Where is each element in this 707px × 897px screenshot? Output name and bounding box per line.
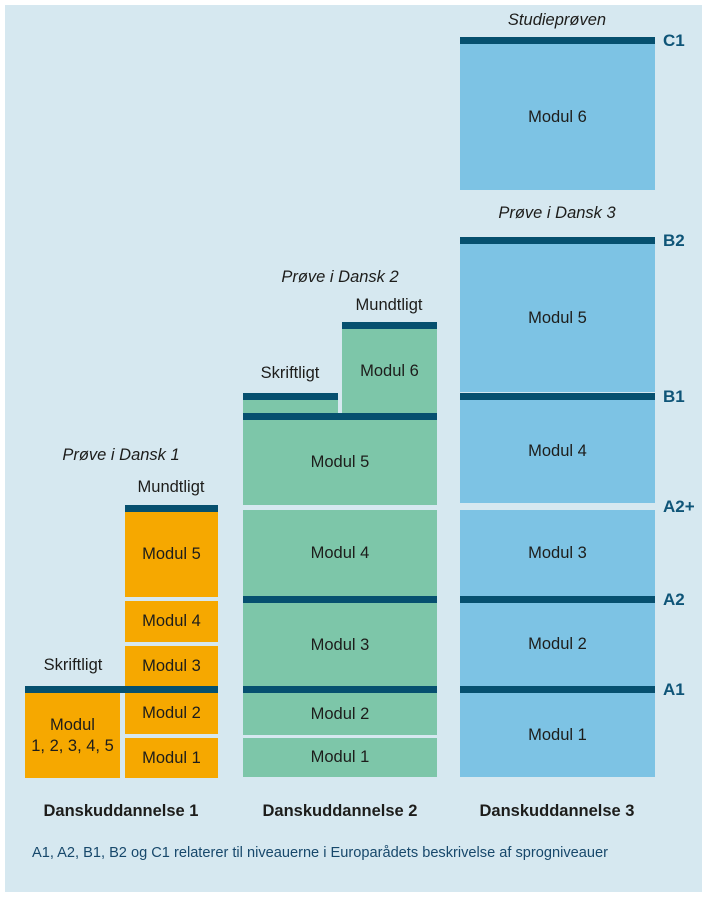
du1-modul-1-label: Modul 1 bbox=[142, 748, 201, 767]
du2-oral-label: Mundtligt bbox=[355, 296, 423, 314]
du3-b1-divider-bar bbox=[460, 393, 655, 400]
level-label-a1: A1 bbox=[663, 680, 685, 699]
du2-modul-3-label: Modul 3 bbox=[310, 635, 370, 654]
du1-modul-combined: Modul 1, 2, 3, 4, 5 bbox=[25, 693, 120, 778]
du3-modul-5-label: Modul 5 bbox=[528, 308, 587, 327]
du1-oral-exam-bar bbox=[125, 505, 218, 512]
level-label-c1: C1 bbox=[663, 31, 685, 50]
level-label-a2: A2 bbox=[663, 590, 685, 609]
du2-modul-3: Modul 3 bbox=[243, 603, 437, 687]
du2-modul-1-label: Modul 1 bbox=[310, 748, 370, 767]
du1-modul-4: Modul 4 bbox=[125, 601, 218, 642]
du3-modul-5: Modul 5 bbox=[460, 244, 655, 392]
du1-oral-label: Mundtligt bbox=[137, 478, 205, 496]
du1-exam-title: Prøve i Dansk 1 bbox=[62, 446, 180, 464]
du3-modul-1: Modul 1 bbox=[460, 693, 655, 777]
du2-modul-4: Modul 4 bbox=[243, 510, 437, 596]
du2-written-exam-bar bbox=[243, 393, 338, 400]
du2-modul-5-label: Modul 5 bbox=[310, 453, 370, 472]
du1-modul-combined-line1: Modul bbox=[50, 715, 95, 734]
du2-modul-2-label: Modul 2 bbox=[310, 704, 370, 723]
level-label-a2plus: A2+ bbox=[663, 497, 695, 516]
du2-modul-2: Modul 2 bbox=[243, 693, 437, 735]
du2-a2-divider-bar bbox=[243, 596, 437, 603]
du3-modul-2: Modul 2 bbox=[460, 603, 655, 686]
du3-c1-exam-bar bbox=[460, 37, 655, 44]
du1-modul-5-label: Modul 5 bbox=[142, 545, 201, 564]
du2-exam-title: Prøve i Dansk 2 bbox=[281, 268, 399, 286]
du3-b2-exam-bar bbox=[460, 237, 655, 244]
du2-modul-6: Modul 6 bbox=[342, 329, 437, 413]
du2-written-label: Skriftligt bbox=[260, 364, 320, 382]
du2-b1-divider-bar bbox=[243, 413, 437, 420]
du1-modul-2-label: Modul 2 bbox=[142, 704, 201, 723]
footer-note: A1, A2, B1, B2 og C1 relaterer til nivea… bbox=[32, 845, 608, 861]
du3-modul-3: Modul 3 bbox=[460, 510, 655, 596]
du2-modul-1: Modul 1 bbox=[243, 738, 437, 777]
du3-column-title: Danskuddannelse 3 bbox=[479, 802, 635, 820]
du3-a1-divider-bar bbox=[460, 686, 655, 693]
du3-exam-title: Prøve i Dansk 3 bbox=[498, 204, 616, 222]
du3-modul-3-label: Modul 3 bbox=[528, 543, 587, 562]
level-label-b1: B1 bbox=[663, 387, 685, 406]
du1-written-label: Skriftligt bbox=[43, 656, 103, 674]
du3-modul-1-label: Modul 1 bbox=[528, 725, 587, 744]
du3-modul-2-label: Modul 2 bbox=[528, 635, 587, 654]
du2-modul-5: Modul 5 bbox=[243, 420, 437, 505]
level-label-b2: B2 bbox=[663, 231, 685, 250]
du1-modul-3: Modul 3 bbox=[125, 646, 218, 686]
du1-modul-1: Modul 1 bbox=[125, 738, 218, 778]
du2-column-title: Danskuddannelse 2 bbox=[262, 802, 418, 820]
du1-modul-4-label: Modul 4 bbox=[142, 612, 201, 631]
du1-written-exam-bar bbox=[25, 686, 218, 693]
du1-modul-2: Modul 2 bbox=[125, 693, 218, 734]
du2-modul-4-label: Modul 4 bbox=[310, 543, 370, 562]
du1-modul-5: Modul 5 bbox=[125, 512, 218, 597]
du3-modul-4: Modul 4 bbox=[460, 400, 655, 503]
du1-column-title: Danskuddannelse 1 bbox=[43, 802, 199, 820]
du3-modul-6: Modul 6 bbox=[460, 44, 655, 190]
du2-modul-5-upper-sliver bbox=[243, 400, 338, 413]
du3-a2-divider-bar bbox=[460, 596, 655, 603]
du1-modul-3-label: Modul 3 bbox=[142, 656, 201, 675]
du3-modul-6-label: Modul 6 bbox=[528, 107, 587, 126]
du3-modul-4-label: Modul 4 bbox=[528, 442, 587, 461]
du2-oral-exam-bar bbox=[342, 322, 437, 329]
du1-modul-combined-line2: 1, 2, 3, 4, 5 bbox=[31, 736, 114, 755]
du3-study-exam-title: Studieprøven bbox=[507, 11, 607, 29]
du2-a1-divider-bar bbox=[243, 686, 437, 693]
du2-modul-6-label: Modul 6 bbox=[360, 361, 419, 380]
